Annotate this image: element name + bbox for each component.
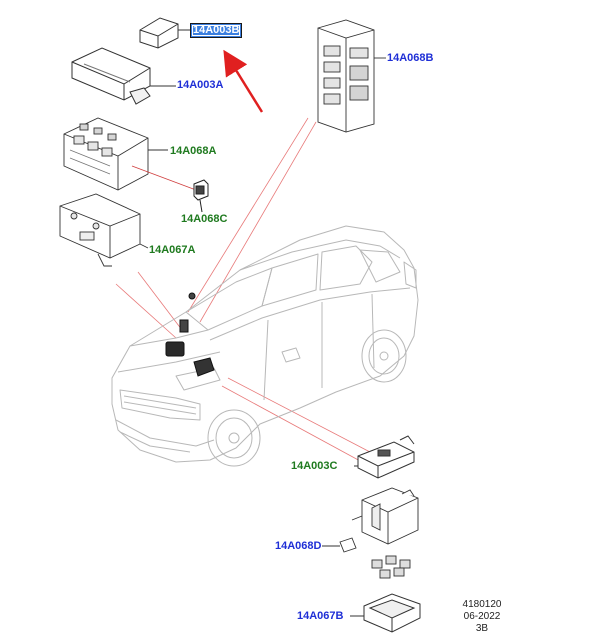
callout-14A067A[interactable]: 14A067A (149, 244, 196, 256)
cover-14A003A (71, 47, 176, 105)
callout-14A068D[interactable]: 14A068D (275, 540, 322, 552)
reference-number: 4180120 (462, 599, 502, 610)
vehicle-outline (111, 225, 419, 467)
reference-date: 06-2022 (463, 611, 501, 622)
callout-14A068A[interactable]: 14A068A (170, 145, 217, 157)
module-14A068B (317, 19, 386, 133)
fusebox-14A068A (63, 117, 197, 191)
callout-14A067B[interactable]: 14A067B (297, 610, 344, 622)
highlight-arrow (223, 49, 264, 113)
callout-14A003A[interactable]: 14A003A (177, 79, 224, 91)
callout-14A068B[interactable]: 14A068B (387, 52, 434, 64)
relay-14A068C (193, 179, 209, 213)
red-leader-lines (115, 117, 371, 463)
installed-modules (165, 292, 215, 377)
tray-14A067B (350, 593, 421, 633)
bracket-14A067A (59, 193, 149, 267)
callout-14A068C[interactable]: 14A068C (181, 213, 228, 225)
tray-14A003C (354, 435, 415, 479)
box-14A068D (322, 487, 419, 579)
reference-revision: 3B (475, 623, 489, 634)
callout-14A003B[interactable]: 14A003B (190, 23, 243, 38)
callout-14A003C[interactable]: 14A003C (291, 460, 338, 472)
module-14A003B (139, 17, 190, 49)
